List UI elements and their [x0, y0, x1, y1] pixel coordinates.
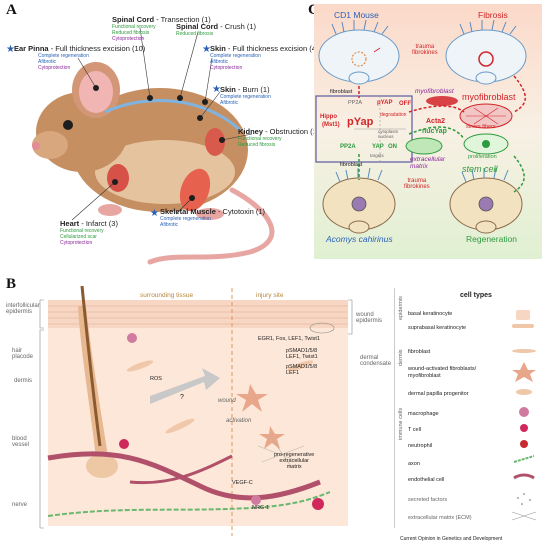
label-pyap-large: pYap [347, 116, 373, 128]
label-myofibroblast-small: myofibroblast [415, 88, 454, 95]
svg-text:★: ★ [150, 208, 159, 219]
label-egr1: EGR1, Fos, LEF1, Twist1 [258, 336, 320, 342]
label-nucleus: nucleus [378, 134, 394, 139]
label-surrounding-tissue: surrounding tissue [140, 292, 193, 299]
legend-swatches [506, 298, 546, 528]
legend-item-fibroblast: fibroblast [408, 350, 430, 356]
label-spinal-crush: Spinal Cord - Crush (1) Reduced fibrosis [176, 22, 256, 37]
legend-item-suprabasal: suprabasal keratinocyte [408, 326, 466, 332]
label-nucyap: nucYap [422, 128, 447, 135]
label-degradation: degradation [380, 112, 406, 118]
label-ros: ROS [150, 376, 162, 382]
label-fibroblast-bottom: fibroblast [340, 162, 362, 168]
legend-item-basal: basal keratinocyte [408, 312, 452, 318]
label-off: OFF [399, 101, 411, 107]
label-dermis: dermis [14, 378, 32, 384]
label-pp2a-bottom: PP2A [340, 144, 356, 150]
legend-item-endothelial: endothelial cell [408, 478, 444, 484]
label-skin-excision: Skin - Full thickness excision (4) Compl… [210, 44, 318, 71]
label-pp2a-top: PP2A [348, 100, 362, 106]
label-kidney: Kidney - Obstruction (1) Functional reco… [238, 127, 319, 148]
legend-item-ecm: extracellular matrix (ECM) [408, 516, 472, 522]
label-cd1-mouse: CD1 Mouse [334, 10, 379, 20]
label-hippo: Hippo [320, 114, 337, 120]
label-activation: activation [226, 418, 251, 424]
label-yap: YAP [372, 144, 384, 150]
legend-item-dermal-papilla: dermal papilla progenitor [408, 392, 469, 398]
label-skeletal-muscle: Skeletal Muscle - Cytotoxin (1) Complete… [160, 207, 265, 228]
legend-group-epidermis: epidermis [398, 296, 404, 320]
legend-group-dermis: dermis [398, 349, 404, 366]
legend-item-axon: axon [408, 462, 420, 468]
label-acta2: Acta2 [426, 118, 445, 125]
legend-item-macrophage: macrophage [408, 412, 439, 418]
label-fibrosis: Fibrosis [478, 10, 508, 20]
label-vegf-c: VEGF-C [232, 480, 253, 486]
label-myofibroblast-large: myofibroblast [462, 92, 516, 102]
label-acomys: Acomys cahirinus [326, 234, 393, 244]
label-fibroblast-top: fibroblast [330, 89, 352, 95]
legend-item-secreted-factors: secreted factors [408, 498, 447, 504]
label-mst1: (Mst1) [322, 122, 340, 128]
label-proliferation: proliferation [468, 154, 497, 160]
footer-journal: Current Opinion in Genetics and Developm… [400, 536, 502, 542]
label-heart: Heart - Infarct (3) Functional recovery … [60, 219, 118, 246]
label-ear-pinna: Ear Pinna - Full thickness excision (10)… [14, 44, 145, 71]
label-nerve: nerve [12, 502, 27, 508]
label-pyap: pYAP [377, 100, 392, 106]
label-stress-fibers: stress fibers [466, 124, 496, 130]
label-injury-site: injury site [256, 292, 283, 299]
label-nrg-1: NRG-1 [252, 505, 269, 511]
panel-b-skin-diagram [0, 286, 348, 536]
label-regeneration: Regeneration [466, 234, 517, 244]
label-skin-burn: Skin - Burn (1) Complete regeneration Af… [220, 85, 271, 106]
legend-group-immune-cells: immune cells [398, 408, 404, 440]
legend-title: cell types [460, 292, 492, 299]
legend-item-t-cell: T cell [408, 428, 421, 434]
label-on: ON [388, 144, 397, 150]
legend-item-myofibroblast: myofibroblast [408, 374, 441, 380]
label-stem-cell: stem cell [462, 164, 498, 174]
legend-item-wound-activated: wound-activated fibroblasts/ [408, 367, 476, 373]
legend-item-neutrophil: neutrophil [408, 444, 432, 450]
label-targets: targets [370, 153, 384, 158]
label-question-mark: ? [180, 394, 184, 401]
label-wound: wound [218, 398, 236, 404]
